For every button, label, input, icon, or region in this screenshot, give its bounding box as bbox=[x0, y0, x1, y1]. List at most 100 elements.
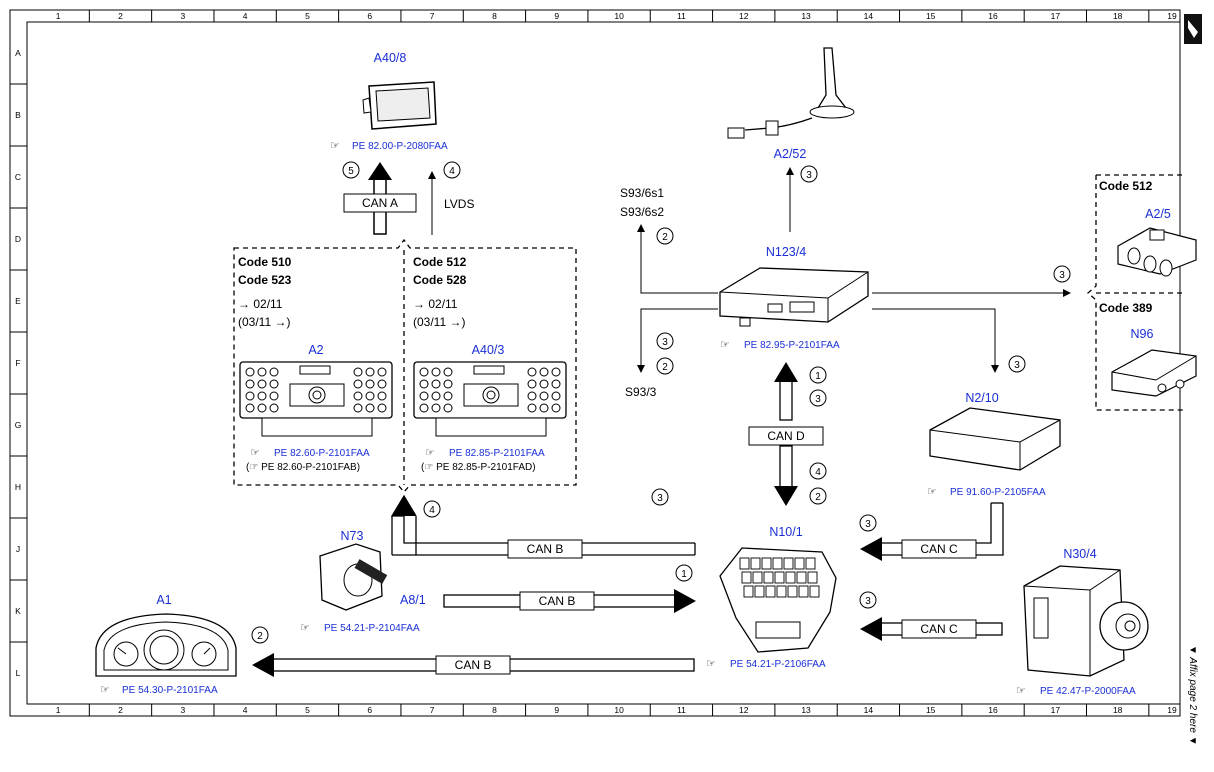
row-label: K bbox=[15, 606, 21, 616]
circle-3-right: 3 bbox=[1053, 265, 1071, 283]
code-523: Code 523 bbox=[238, 273, 292, 287]
component-label-a2: A2 bbox=[308, 343, 323, 357]
component-label-a40-3: A40/3 bbox=[472, 343, 505, 357]
code-528: Code 528 bbox=[413, 273, 467, 287]
circle-3-n2-10: 3 bbox=[1008, 355, 1026, 373]
circle-3-a2-52: 3 bbox=[800, 165, 818, 183]
row-label: C bbox=[15, 172, 21, 182]
column-label: 6 bbox=[367, 11, 372, 21]
column-label: 4 bbox=[243, 705, 248, 715]
reference-icon: ☞ bbox=[1016, 685, 1026, 697]
circle-4a: 4 bbox=[443, 161, 461, 179]
component-label-n96: N96 bbox=[1131, 327, 1154, 341]
instrument-cluster-a1: A1 ☞ PE 54.30-P-2101FAA bbox=[95, 593, 237, 696]
circle-3-standalone: 3 bbox=[651, 488, 669, 506]
circle-3-s93-3: 3 bbox=[656, 332, 674, 350]
svg-text:1: 1 bbox=[681, 569, 687, 580]
svg-text:2: 2 bbox=[662, 232, 668, 243]
can-c-from-n2-10: CAN C bbox=[860, 502, 1004, 561]
component-label-a2-5: A2/5 bbox=[1145, 207, 1171, 221]
circle-2-s93-6: 2 bbox=[656, 227, 674, 245]
reference-icon: ☞ bbox=[706, 658, 716, 670]
code-512-box: Code 512 bbox=[1099, 179, 1153, 193]
row-label: B bbox=[15, 110, 21, 120]
reference-n123-4: PE 82.95-P-2101FAA bbox=[744, 340, 840, 351]
reference-a2: PE 82.60-P-2101FAA bbox=[274, 448, 370, 459]
column-label: 3 bbox=[180, 11, 185, 21]
column-label: 18 bbox=[1113, 705, 1123, 715]
reference-icon: ☞ bbox=[927, 486, 937, 498]
svg-text:4: 4 bbox=[429, 505, 435, 516]
component-label-n123-4: N123/4 bbox=[766, 245, 806, 259]
sensor-icon-a2-5 bbox=[1117, 227, 1197, 277]
arrow-to-s93-6 bbox=[637, 224, 718, 294]
circle-5: 5 bbox=[342, 161, 360, 179]
ignition-switch-n73: N73 A8/1 ☞ PE 54.21-P-2104FAA bbox=[300, 529, 426, 634]
column-label: 12 bbox=[739, 705, 749, 715]
row-label: H bbox=[15, 482, 21, 492]
reference-icon: ☞ bbox=[300, 622, 310, 634]
reference-n10-1: PE 54.21-P-2106FAA bbox=[730, 659, 826, 670]
svg-text:3: 3 bbox=[657, 493, 663, 504]
code-512: Code 512 bbox=[413, 255, 467, 269]
reference-icon: ☞ bbox=[330, 140, 340, 152]
code-510: Code 510 bbox=[238, 255, 292, 269]
svg-text:3: 3 bbox=[865, 596, 871, 607]
svg-text:3: 3 bbox=[815, 394, 821, 405]
date-until-right: → 02/11 bbox=[413, 297, 458, 311]
circle-3-can-c2: 3 bbox=[859, 591, 877, 609]
column-label: 7 bbox=[430, 11, 435, 21]
code-389-box: Code 389 bbox=[1099, 301, 1153, 315]
column-label: 18 bbox=[1113, 11, 1123, 21]
date-until-left: → 02/11 bbox=[238, 297, 283, 311]
column-label: 10 bbox=[614, 11, 624, 21]
component-label-a40-8: A40/8 bbox=[374, 51, 407, 65]
column-label: 2 bbox=[118, 11, 123, 21]
row-label: A bbox=[15, 48, 21, 58]
component-label-a2-52: A2/52 bbox=[774, 147, 807, 161]
reference-n30-4: PE 42.47-P-2000FAA bbox=[1040, 686, 1136, 697]
radio-variant-box: Code 510 Code 523 → 02/11 (03/11 →) A2 C… bbox=[233, 238, 577, 493]
s93-6s1-label: S93/6s1 bbox=[620, 186, 664, 200]
column-label: 19 bbox=[1167, 11, 1177, 21]
circle-1-can-b: 1 bbox=[675, 564, 693, 582]
antenna-a2-52: A2/52 bbox=[727, 47, 855, 161]
circle-4-can-d: 4 bbox=[809, 462, 827, 480]
column-label: 17 bbox=[1051, 705, 1061, 715]
column-label: 1 bbox=[56, 705, 61, 715]
column-label: 7 bbox=[430, 705, 435, 715]
column-label: 9 bbox=[554, 11, 559, 21]
svg-text:4: 4 bbox=[815, 467, 821, 478]
column-label: 8 bbox=[492, 705, 497, 715]
column-label: 12 bbox=[739, 11, 749, 21]
column-label: 8 bbox=[492, 11, 497, 21]
circle-3-can-d: 3 bbox=[809, 389, 827, 407]
reference-n2-10: PE 91.60-P-2105FAA bbox=[950, 487, 1046, 498]
lvds-line: LVDS bbox=[428, 171, 474, 235]
module-icon-n96 bbox=[1111, 349, 1197, 397]
component-label-n30-4: N30/4 bbox=[1063, 547, 1096, 561]
module-n2-10: N2/10 ☞ PE 91.60-P-2105FAA bbox=[927, 391, 1061, 498]
circle-3-can-c1: 3 bbox=[859, 514, 877, 532]
reference-icon: ☞ bbox=[250, 447, 260, 459]
page-corner-icon bbox=[1184, 14, 1202, 44]
column-label: 10 bbox=[614, 705, 624, 715]
column-label: 19 bbox=[1167, 705, 1177, 715]
can-a-label: CAN A bbox=[362, 196, 398, 210]
arrow-to-s93-3 bbox=[637, 308, 718, 373]
esp-unit-n30-4: N30/4 ☞ PE 42.47-P-2000FAA bbox=[1016, 547, 1149, 697]
component-label-n73: N73 bbox=[341, 529, 364, 543]
circle-2-can-d: 2 bbox=[809, 487, 827, 505]
column-label: 17 bbox=[1051, 11, 1061, 21]
reference-a40-8: PE 82.00-P-2080FAA bbox=[352, 141, 448, 152]
can-b-label-2: CAN B bbox=[539, 594, 576, 608]
column-label: 16 bbox=[988, 705, 998, 715]
column-label: 1 bbox=[56, 11, 61, 21]
arrow-to-n2-10 bbox=[872, 308, 999, 373]
row-label: F bbox=[15, 358, 20, 368]
column-label: 11 bbox=[677, 11, 686, 21]
svg-text:3: 3 bbox=[1059, 270, 1065, 281]
column-label: 13 bbox=[801, 11, 811, 21]
